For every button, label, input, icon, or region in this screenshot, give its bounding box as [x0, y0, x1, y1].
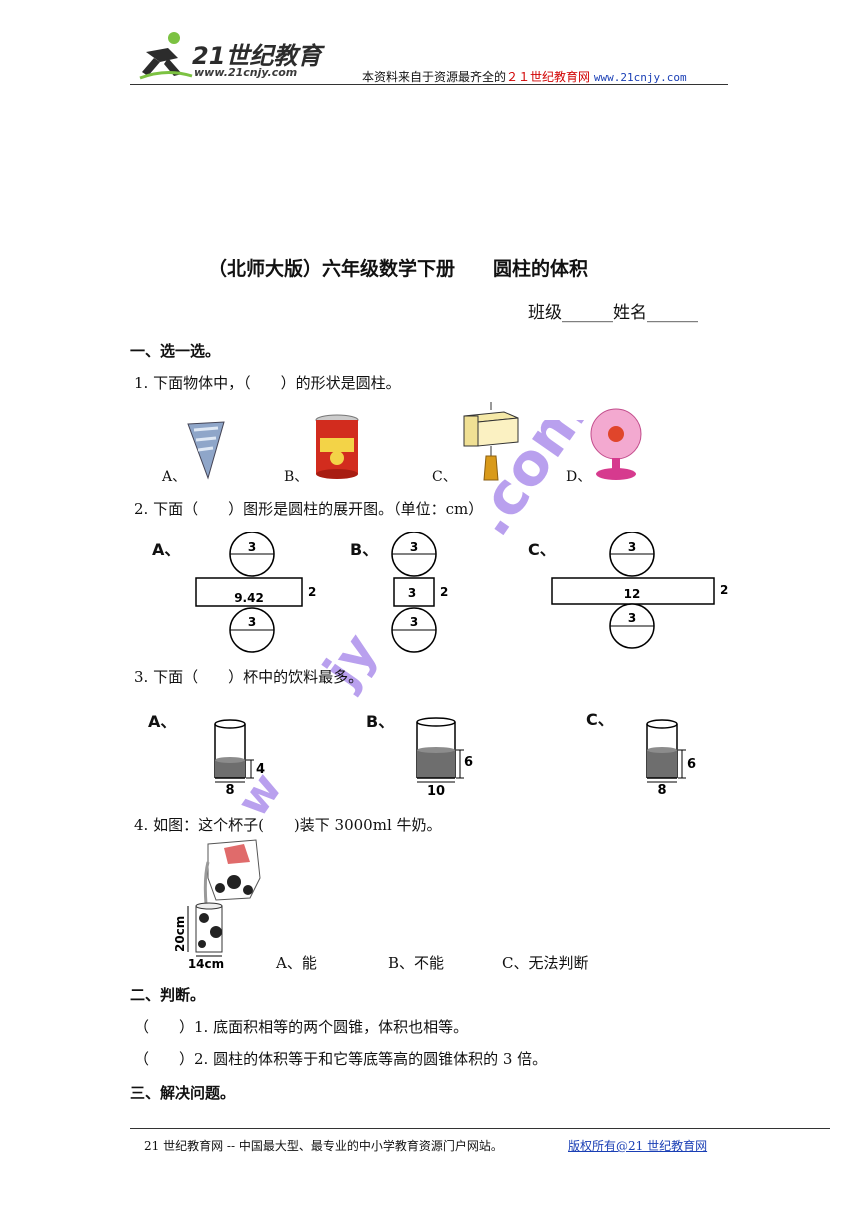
q3-cup-c: 6 8 [646, 719, 696, 798]
section-1-heading: 一、选一选。 [130, 342, 221, 360]
header-source: 本资料来自于资源最齐全的２１世纪教育网 www.21cnjy.com [362, 68, 687, 85]
judge-item-1[interactable]: （ ）1. 底面积相等的两个圆锥，体积也相等。 [134, 1018, 469, 1036]
logo-url: www.21cnjy.com [194, 66, 298, 79]
milk-cup-illustration: 20cm 14cm [173, 839, 261, 970]
q3-a-height: 4 [256, 762, 265, 777]
q2-option-a-label[interactable]: A、 [152, 540, 181, 559]
q2-net-b: 3 3 2 3 [391, 532, 448, 653]
footer-divider [130, 1128, 830, 1129]
q2-net-a: 3 9.42 2 3 [195, 532, 316, 653]
q2-text: 2. 下面（ ）图形是圆柱的展开图。（单位：cm） [134, 500, 484, 518]
header-divider [130, 84, 728, 85]
q3-option-b-label[interactable]: B、 [366, 712, 395, 731]
q2-c-circle-top: 3 [628, 540, 636, 554]
q1-option-c[interactable]: C、 [432, 469, 457, 485]
q2-b-rect: 3 [408, 586, 416, 600]
q4-width-label: 14cm [188, 957, 224, 970]
runner-logo-icon [139, 32, 193, 80]
q4-option-c[interactable]: C、无法判断 [502, 954, 589, 972]
source-url[interactable]: www.21cnjy.com [593, 71, 687, 84]
source-prefix: 本资料来自于资源最齐全的 [362, 70, 507, 84]
section-2-heading: 二、判断。 [130, 986, 206, 1004]
q2-a-circle-bottom: 3 [248, 615, 256, 629]
q1-option-b[interactable]: B、 [284, 469, 309, 485]
q3-c-height: 6 [687, 757, 696, 772]
class-name-line: 班级______姓名______ [528, 303, 698, 323]
judge-item-2[interactable]: （ ）2. 圆柱的体积等于和它等底等高的圆锥体积的 3 倍。 [134, 1050, 548, 1068]
q2-a-circle-top: 3 [248, 540, 256, 554]
q3-a-width: 8 [225, 783, 234, 796]
logo: 21世纪教育 www.21cnjy.com [138, 30, 338, 82]
q2-b-circle-top: 3 [410, 540, 418, 554]
q4-text: 4. 如图：这个杯子( )装下 3000ml 牛奶。 [134, 816, 442, 834]
q3-c-width: 8 [657, 783, 666, 798]
logo-text: 21世纪教育 [192, 42, 322, 70]
q2-c-height: 2 [720, 583, 728, 597]
q2-option-c-label[interactable]: C、 [528, 540, 556, 559]
q2-option-b-label[interactable]: B、 [350, 540, 379, 559]
source-brand: ２１世纪教育网 [506, 70, 591, 84]
q3-cup-b: 6 10 [416, 717, 473, 798]
q2-b-height: 2 [440, 585, 448, 599]
q2-a-rect: 9.42 [234, 591, 264, 605]
q1-text: 1. 下面物体中，（ ）的形状是圆柱。 [134, 374, 401, 392]
q2-b-circle-bottom: 3 [410, 615, 418, 629]
q4-option-a[interactable]: A、能 [276, 954, 317, 972]
q2-c-rect: 12 [624, 587, 641, 601]
footer-text: 21 世纪教育网 -- 中国最大型、最专业的中小学教育资源门户网站。 [144, 1139, 503, 1153]
section-3-heading: 三、解决问题。 [130, 1084, 236, 1102]
page-title: （北师大版）六年级数学下册 圆柱的体积 [208, 258, 589, 280]
lantern-icon [463, 402, 519, 481]
q3-text: 3. 下面（ ）杯中的饮料最多。 [134, 668, 364, 686]
q1-option-a[interactable]: A、 [162, 469, 187, 485]
footer-copyright-link[interactable]: 版权所有@21 世纪教育网 [568, 1139, 708, 1153]
lamp-icon [590, 408, 642, 480]
q1-option-d[interactable]: D、 [566, 469, 592, 485]
q2-a-height: 2 [308, 585, 316, 599]
ice-cream-cone-icon [187, 421, 225, 480]
q4-height-label: 20cm [173, 916, 187, 952]
can-icon [315, 414, 359, 479]
q2-c-circle-bottom: 3 [628, 611, 636, 625]
q3-b-width: 10 [427, 784, 445, 798]
q3-option-a-label[interactable]: A、 [148, 712, 177, 731]
q3-b-height: 6 [464, 755, 473, 770]
q2-net-c: 3 12 2 3 [551, 532, 728, 649]
q4-option-b[interactable]: B、不能 [388, 954, 445, 972]
q3-option-c-label[interactable]: C、 [586, 710, 614, 729]
q3-cup-a: 4 8 [214, 719, 265, 796]
